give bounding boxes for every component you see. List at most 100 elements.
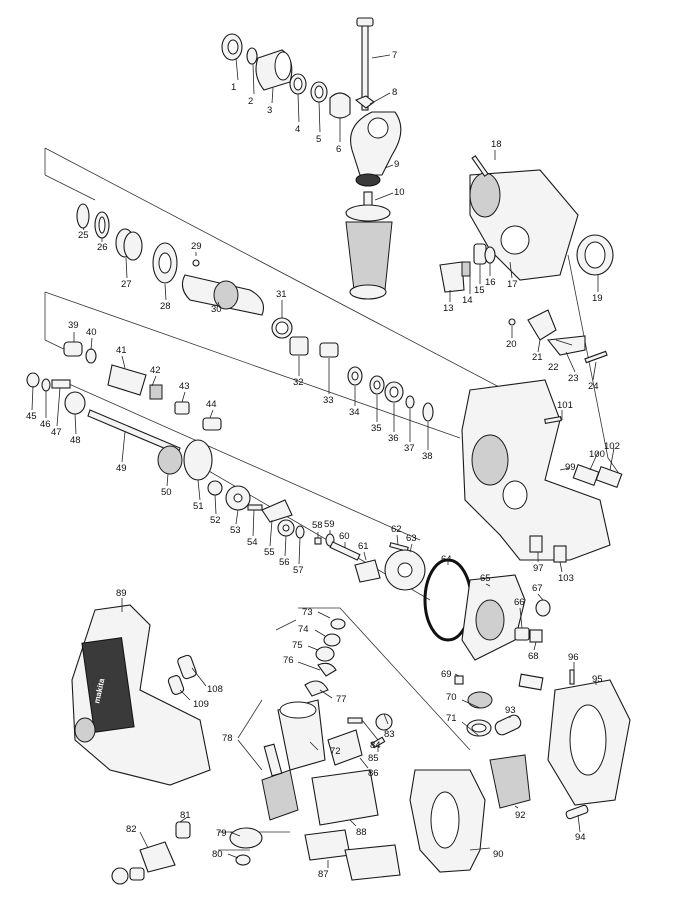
part-45-bearing <box>26 372 40 388</box>
part-82-holder <box>139 841 176 873</box>
callout-16: 16 <box>485 277 496 288</box>
callout-100: 100 <box>589 449 605 460</box>
callout-8: 8 <box>392 87 397 98</box>
callout-92: 92 <box>515 810 526 821</box>
callout-43: 43 <box>179 381 190 392</box>
callout-30: 30 <box>211 304 222 315</box>
part-69-screw <box>454 675 464 685</box>
callout-4: 4 <box>295 124 300 135</box>
part-6-cap <box>329 92 351 119</box>
callout-50: 50 <box>161 487 172 498</box>
callout-90: 90 <box>493 849 504 860</box>
part-40-oring <box>85 348 97 364</box>
callout-10: 10 <box>394 187 405 198</box>
callout-51: 51 <box>193 501 204 512</box>
callout-88: 88 <box>356 827 367 838</box>
callout-109: 109 <box>193 699 209 710</box>
callout-94: 94 <box>575 832 586 843</box>
callout-47: 47 <box>51 427 62 438</box>
impact-mechanism-group <box>26 341 305 539</box>
part-44-spring <box>202 417 222 431</box>
part-46-washer <box>41 378 51 392</box>
callout-24: 24 <box>588 381 599 392</box>
callout-28: 28 <box>160 301 171 312</box>
callout-79: 79 <box>216 828 227 839</box>
callout-5: 5 <box>316 134 321 145</box>
main-housing-group <box>461 379 623 563</box>
callout-26: 26 <box>97 242 108 253</box>
part-42-clip <box>149 384 163 400</box>
part-76-clip <box>317 662 337 677</box>
callout-85: 85 <box>368 753 379 764</box>
callout-6: 6 <box>336 144 341 155</box>
callout-103: 103 <box>558 573 574 584</box>
callout-84: 84 <box>370 740 381 751</box>
part-20-ball <box>508 318 516 326</box>
left-cover-group: makita <box>71 604 211 786</box>
part-97-label <box>529 535 543 553</box>
callout-82: 82 <box>126 824 137 835</box>
part-93-pad <box>494 714 522 736</box>
callout-55: 55 <box>264 547 275 558</box>
leader-lines <box>31 54 615 868</box>
part-24-pin <box>584 350 608 364</box>
callout-86: 86 <box>368 768 379 779</box>
callout-66: 66 <box>514 597 525 608</box>
callout-76: 76 <box>283 655 294 666</box>
callout-numbers: 1 2 3 4 5 6 7 8 9 10 13 14 15 16 17 18 1… <box>26 50 620 880</box>
callout-17: 17 <box>507 279 518 290</box>
callout-80: 80 <box>212 849 223 860</box>
callout-57: 57 <box>293 565 304 576</box>
part-16-oring <box>484 246 496 264</box>
part-51-crank <box>183 439 213 481</box>
part-10-flange <box>345 204 391 222</box>
part-38-circlip <box>422 402 434 422</box>
callout-33: 33 <box>323 395 334 406</box>
part-108-tube <box>177 654 197 680</box>
side-handle-group <box>221 17 402 300</box>
part-77-spring <box>304 680 329 697</box>
part-75-ring <box>315 646 335 662</box>
callout-35: 35 <box>371 423 382 434</box>
part-61-bracket <box>354 559 381 583</box>
callout-45: 45 <box>26 411 37 422</box>
callout-38: 38 <box>422 451 433 462</box>
part-10-grip <box>345 221 393 291</box>
part-47-spring <box>51 379 71 389</box>
part-68-spring <box>529 629 543 643</box>
part-100-label <box>572 463 600 487</box>
callout-14: 14 <box>462 295 473 306</box>
callout-3: 3 <box>267 105 272 116</box>
callout-34: 34 <box>349 407 360 418</box>
callout-25: 25 <box>78 230 89 241</box>
part-62-screw <box>389 542 409 552</box>
callout-18: 18 <box>491 139 502 150</box>
part-109-tube <box>167 675 185 695</box>
part-18-screw <box>471 155 489 177</box>
callout-97: 97 <box>533 563 544 574</box>
callout-22: 22 <box>548 362 559 373</box>
callout-39: 39 <box>68 320 79 331</box>
part-37-oring <box>405 395 415 409</box>
callout-99: 99 <box>565 462 576 473</box>
callout-78: 78 <box>222 733 233 744</box>
callout-69: 69 <box>441 669 452 680</box>
callout-23: 23 <box>568 373 579 384</box>
callout-49: 49 <box>116 463 127 474</box>
callout-87: 87 <box>318 869 329 880</box>
callout-77: 77 <box>336 694 347 705</box>
part-57-washer <box>295 525 305 539</box>
callout-108: 108 <box>207 684 223 695</box>
spindle-group <box>76 203 434 422</box>
callout-62: 62 <box>391 524 402 535</box>
part-70-cap <box>467 691 493 709</box>
callout-27: 27 <box>121 279 132 290</box>
part-103-label <box>553 545 567 563</box>
part-58-nut <box>314 537 322 545</box>
motor-mount-group <box>314 533 551 737</box>
part-52-ring <box>207 480 223 496</box>
part-60-bolt <box>329 541 361 561</box>
callout-72: 72 <box>330 746 341 757</box>
part-74-bearing <box>323 633 341 647</box>
